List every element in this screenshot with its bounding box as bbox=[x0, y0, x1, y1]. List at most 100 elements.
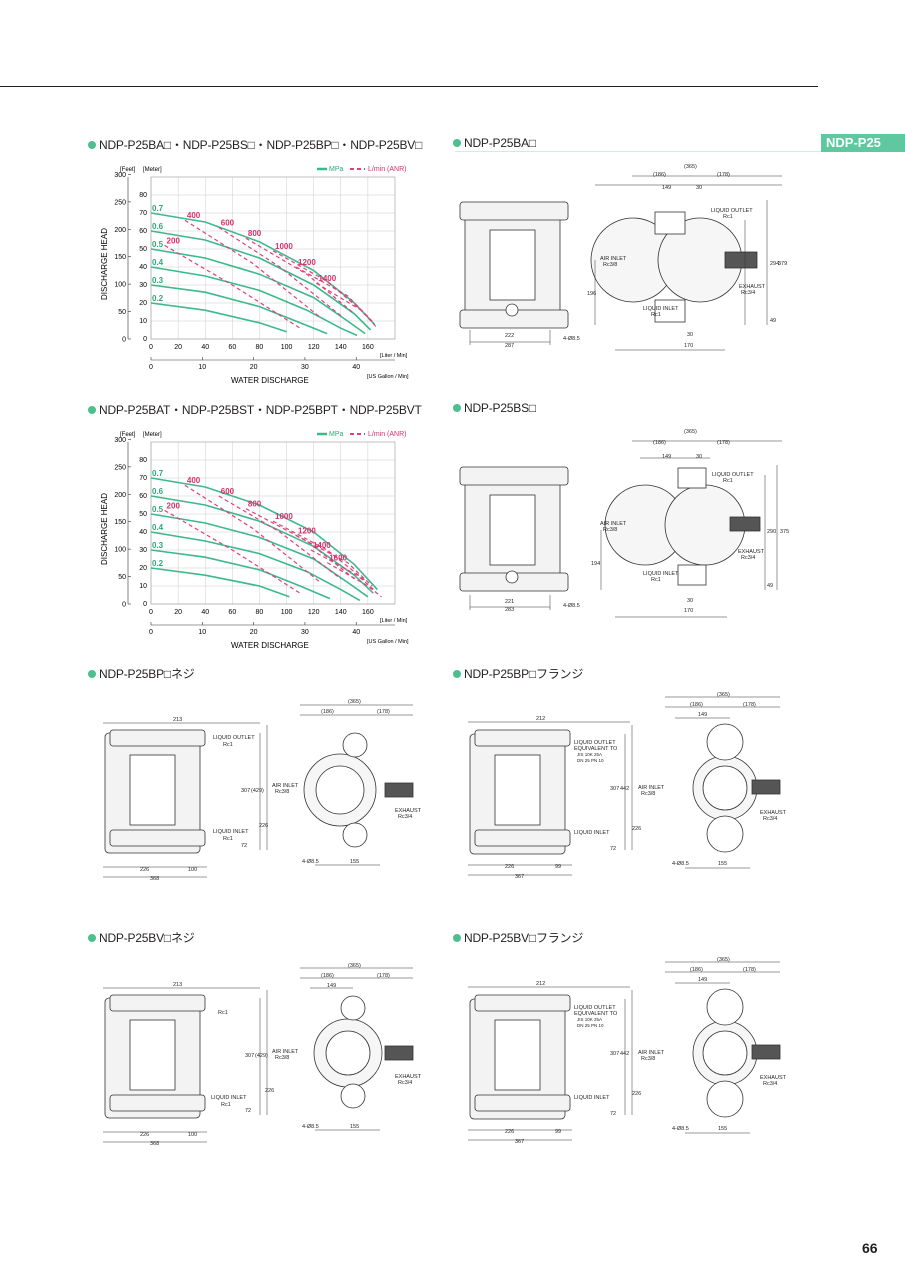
dim-155: 155 bbox=[350, 859, 359, 865]
exhaust-muffler-icon bbox=[724, 251, 758, 269]
label-exhaust: EXHAUST bbox=[395, 1074, 422, 1080]
dim-429: (429) bbox=[255, 1053, 268, 1059]
lpm-tick-label: 80 bbox=[256, 609, 264, 616]
dim-365: (365) bbox=[684, 164, 697, 170]
mpa-curve-label: 0.7 bbox=[152, 469, 164, 478]
y-axis-label: DISCHARGE HEAD bbox=[100, 228, 109, 300]
air-curve bbox=[295, 266, 373, 322]
outlet-flange-icon bbox=[706, 723, 744, 761]
dim-379: 379 bbox=[778, 261, 787, 267]
dim-hole: 4-Ø8.5 bbox=[672, 861, 689, 867]
legend: MPa L/min (ANR) bbox=[317, 431, 407, 438]
section-title-text: NDP-P25BV□フランジ bbox=[464, 931, 584, 945]
lpm-tick-label: 160 bbox=[362, 609, 374, 616]
dim-290: 290 bbox=[767, 529, 776, 535]
label-outlet: LIQUID OUTLET bbox=[213, 735, 255, 741]
section-title-4: NDP-P25BS□ bbox=[453, 401, 536, 415]
dim-222: 222 bbox=[505, 333, 514, 339]
dim-170: 170 bbox=[684, 343, 693, 349]
feet-tick-label: 50 bbox=[118, 309, 126, 316]
tab-rule bbox=[455, 151, 821, 152]
mpa-curve-label: 0.4 bbox=[152, 523, 164, 532]
dim-155: 155 bbox=[718, 861, 727, 867]
dim-212: 212 bbox=[536, 981, 545, 987]
section-title-text: NDP-P25BA□・NDP-P25BS□・NDP-P25BP□・NDP-P25… bbox=[99, 138, 423, 152]
feet-tick-label: 50 bbox=[118, 574, 126, 581]
dim-307: 307 bbox=[610, 1051, 619, 1057]
gpm-tick-label: 40 bbox=[352, 629, 360, 636]
dim-49: 49 bbox=[770, 318, 776, 324]
dim-30: 30 bbox=[696, 454, 702, 460]
dim-72: 72 bbox=[610, 846, 616, 852]
dim-307: 307 bbox=[610, 786, 619, 792]
dim-49: 49 bbox=[767, 583, 773, 589]
lpm-tick-label: 60 bbox=[228, 609, 236, 616]
lpm-tick-label: 160 bbox=[362, 344, 374, 351]
outlet-port-icon bbox=[340, 995, 366, 1021]
air-curve-label: 200 bbox=[167, 236, 181, 245]
dim-212: 212 bbox=[536, 716, 545, 722]
mpa-curve bbox=[150, 284, 328, 335]
label-liquid-inlet: LIQUID INLET bbox=[574, 1095, 610, 1101]
meter-unit-label: [Meter] bbox=[143, 167, 162, 173]
air-curve bbox=[184, 219, 321, 318]
page-number: 66 bbox=[862, 1240, 878, 1256]
inlet-port-icon bbox=[340, 1083, 366, 1109]
label-outlet: LIQUID OUTLET bbox=[574, 740, 616, 746]
front-view-manifold-bottom bbox=[474, 829, 571, 847]
label-dn: DN 25 PN 10 bbox=[577, 1023, 604, 1028]
dim-w368: 368 bbox=[150, 1141, 159, 1147]
exhaust-muffler-icon bbox=[729, 516, 761, 532]
feet-unit-label: [Feet] bbox=[120, 167, 136, 173]
dim-365: (365) bbox=[717, 692, 730, 698]
gpm-tick-label: 40 bbox=[352, 364, 360, 371]
dim-170: 170 bbox=[684, 608, 693, 614]
drawing-ba: (365) (186) (178) 149 30 LIQUID OUTLET R… bbox=[459, 164, 787, 351]
bullet-icon bbox=[88, 670, 96, 678]
dim-365: (365) bbox=[348, 963, 361, 969]
front-view-manifold-top bbox=[474, 729, 571, 747]
side-view-ribs bbox=[315, 765, 365, 815]
section-title-1: NDP-P25BA□・NDP-P25BS□・NDP-P25BP□・NDP-P25… bbox=[88, 136, 422, 153]
front-view-manifold-bottom bbox=[109, 1094, 206, 1112]
section-title-text: NDP-P25BAT・NDP-P25BST・NDP-P25BPT・NDP-P25… bbox=[99, 403, 422, 417]
feet-tick-label: 200 bbox=[114, 227, 126, 234]
gpm-unit-label: [US Gallon / Min] bbox=[367, 374, 409, 380]
dim-b30: 30 bbox=[687, 598, 693, 604]
legend-mpa-label: MPa bbox=[329, 166, 344, 173]
section-title-text: NDP-P25BA□ bbox=[464, 136, 536, 150]
legend-air-label: L/min (ANR) bbox=[368, 431, 407, 438]
label-equivalent: EQUIVALENT TO bbox=[574, 746, 618, 752]
drawing-bp-screw: 213 LIQUID OUTLET Rc1 LIQUID INLET Rc1 3… bbox=[103, 699, 422, 882]
section-title-text: NDP-P25BS□ bbox=[464, 401, 536, 415]
plot-frame bbox=[150, 176, 396, 340]
feet-tick-label: 100 bbox=[114, 547, 126, 554]
legend-air-label: L/min (ANR) bbox=[368, 166, 407, 173]
air-curve-label: 1000 bbox=[275, 242, 293, 251]
mpa-curve-label: 0.2 bbox=[152, 559, 164, 568]
dim-w99: 99 bbox=[555, 864, 561, 870]
dim-b30: 30 bbox=[687, 332, 693, 338]
dim-213: 213 bbox=[173, 982, 182, 988]
meter-tick-label: 30 bbox=[139, 547, 147, 554]
inlet-port-icon bbox=[505, 570, 519, 584]
air-curve-label: 400 bbox=[187, 211, 201, 220]
label-air-inlet: AIR INLET bbox=[600, 521, 627, 527]
dim-w226: 226 bbox=[140, 1132, 149, 1138]
dim-365: (365) bbox=[684, 429, 697, 435]
dim-442: 442 bbox=[620, 1051, 629, 1057]
bullet-icon bbox=[453, 139, 461, 147]
dim-307: 307 bbox=[245, 1053, 254, 1059]
meter-tick-label: 30 bbox=[139, 282, 147, 289]
section-title-7: NDP-P25BV□ネジ bbox=[88, 929, 195, 946]
label-equivalent: EQUIVALENT TO bbox=[574, 1011, 618, 1017]
front-view-center bbox=[129, 1019, 176, 1091]
dim-149: 149 bbox=[662, 454, 671, 460]
lpm-tick-label: 40 bbox=[201, 344, 209, 351]
dim-w368: 368 bbox=[150, 876, 159, 882]
dim-287: 287 bbox=[505, 343, 514, 349]
section-title-5: NDP-P25BP□ネジ bbox=[88, 665, 195, 682]
label-outlet-rc: Rc1 bbox=[218, 1010, 228, 1016]
dim-155: 155 bbox=[350, 1124, 359, 1130]
dim-186: (186) bbox=[690, 967, 703, 973]
